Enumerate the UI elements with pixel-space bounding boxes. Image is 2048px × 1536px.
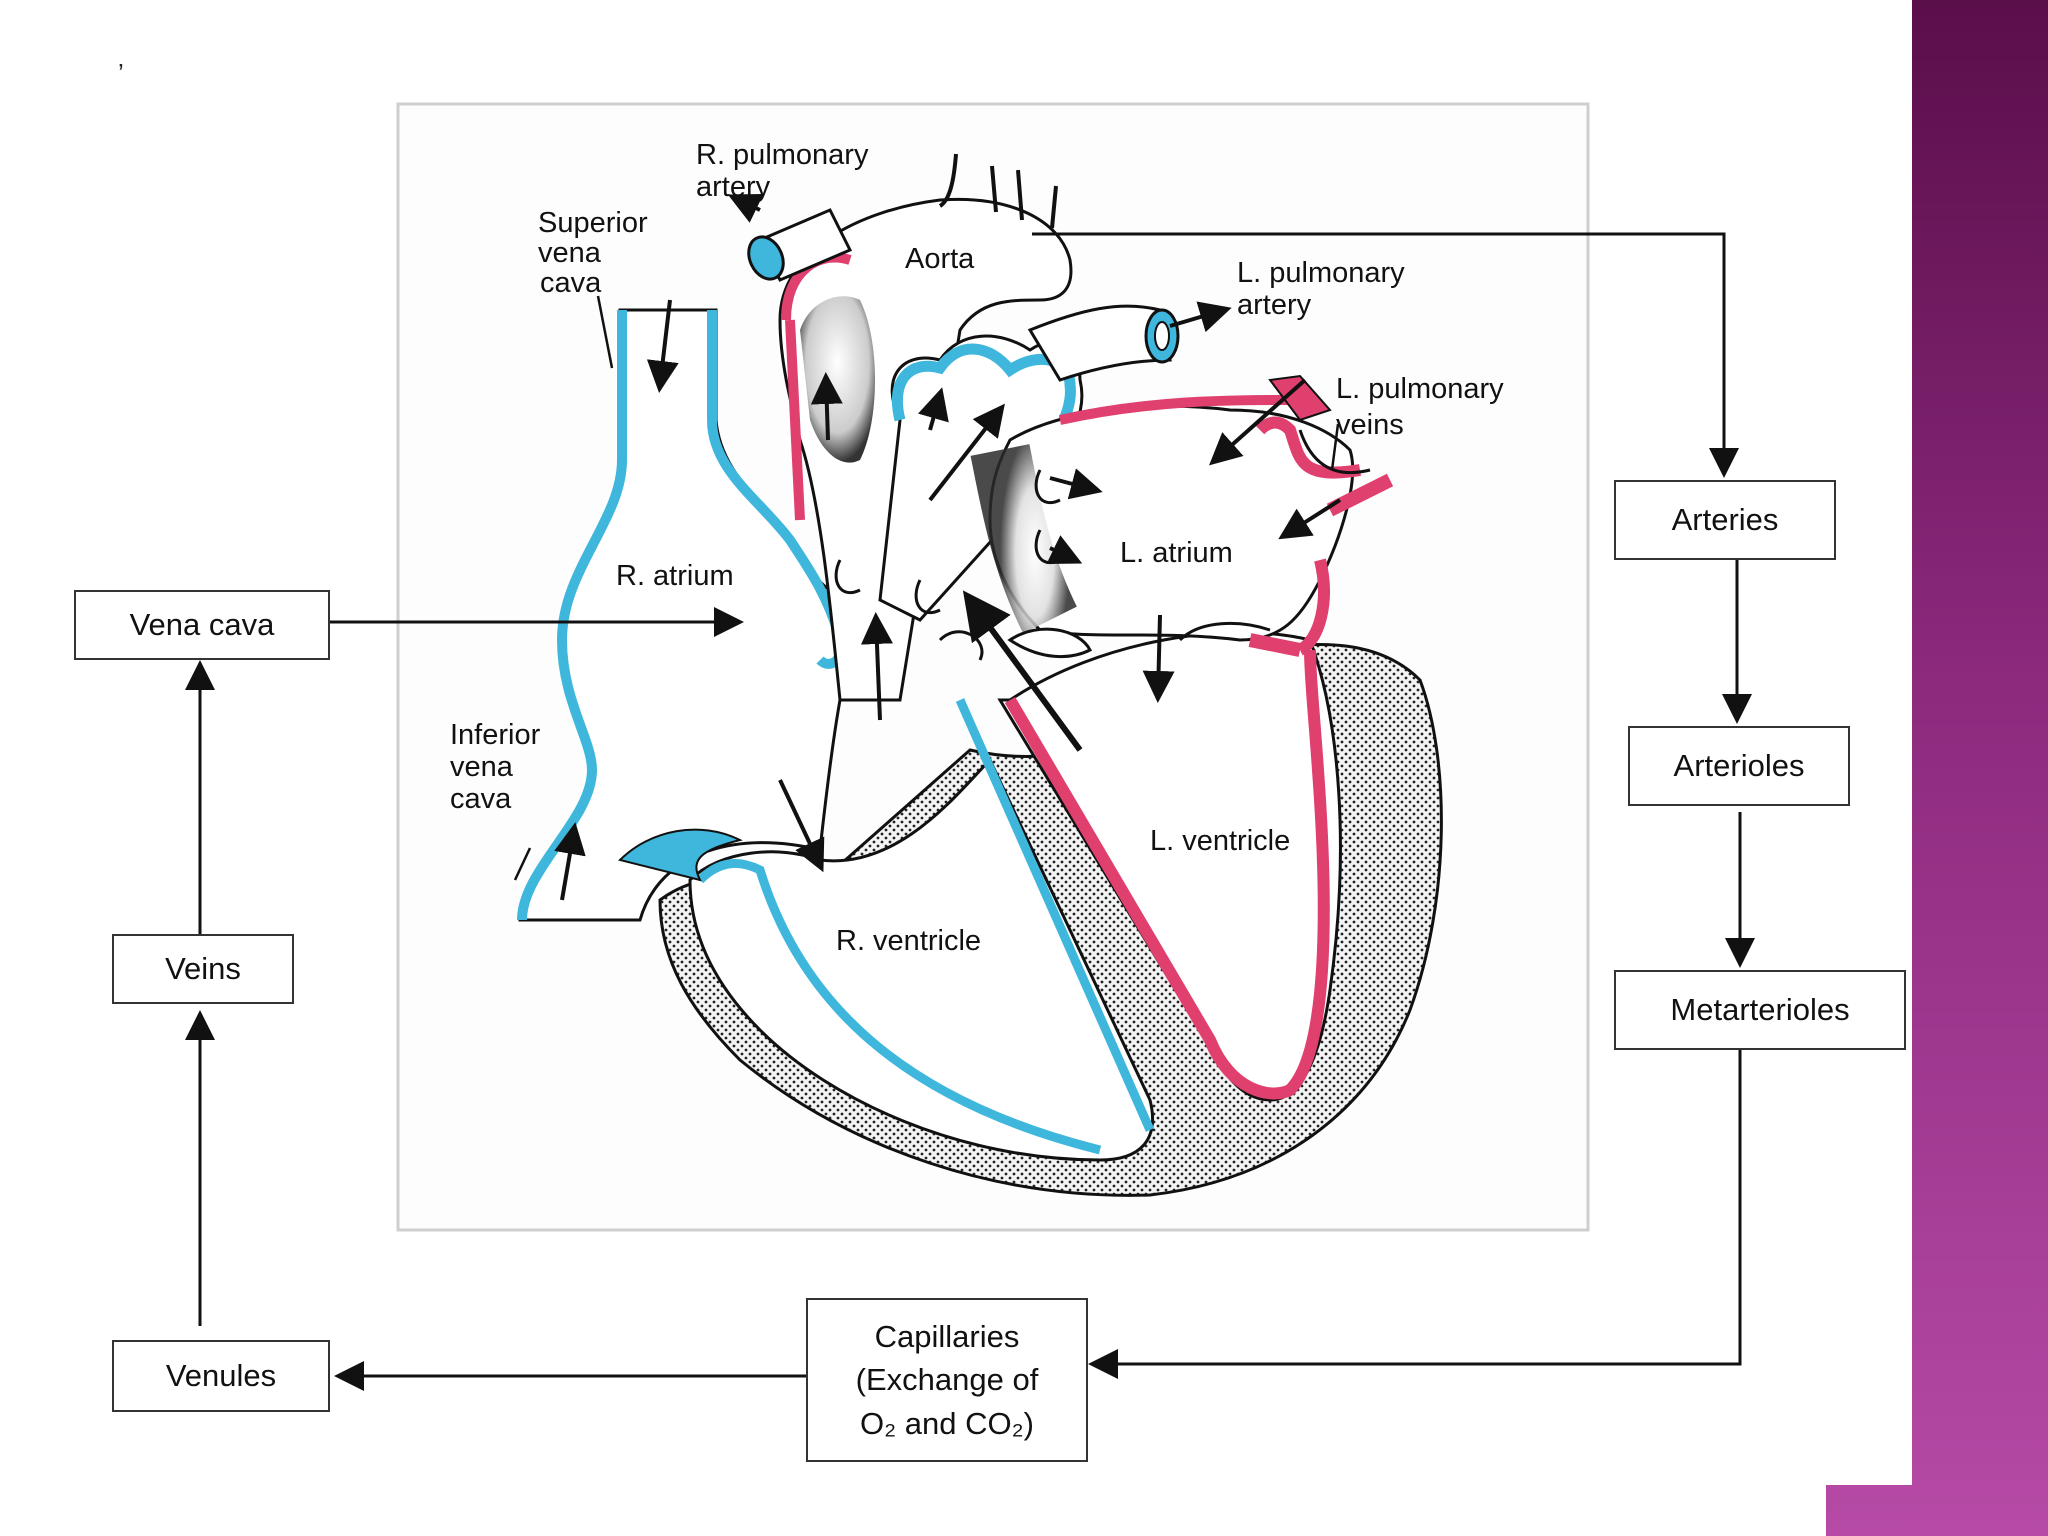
box-venules: Venules bbox=[112, 1340, 330, 1412]
box-arterioles-label: Arterioles bbox=[1673, 748, 1805, 784]
flow-connectors bbox=[185, 232, 1755, 1391]
heart-illustration bbox=[513, 153, 1443, 1197]
box-metarterioles-label: Metarterioles bbox=[1670, 992, 1850, 1028]
label-superior-vena-cava-2: vena bbox=[538, 237, 602, 269]
box-capillaries-line-1: Capillaries bbox=[874, 1318, 1020, 1354]
corner-mark: ’ bbox=[118, 58, 124, 88]
box-veins-label: Veins bbox=[165, 951, 241, 987]
label-superior-vena-cava-3: cava bbox=[540, 267, 602, 299]
heart-labels: R. pulmonary artery Superior vena cava A… bbox=[450, 139, 1504, 957]
label-l-atrium: L. atrium bbox=[1120, 537, 1233, 569]
connector-aorta-to-arteries bbox=[1032, 232, 1739, 478]
label-l-pulmonary-artery-2: artery bbox=[1237, 289, 1312, 321]
label-r-ventricle: R. ventricle bbox=[836, 925, 981, 957]
label-r-pulmonary-artery-2: artery bbox=[696, 171, 771, 203]
box-arterioles: Arterioles bbox=[1628, 726, 1850, 806]
box-arteries-label: Arteries bbox=[1671, 502, 1779, 538]
right-ventricle-lining bbox=[696, 858, 1102, 1155]
label-l-ventricle: L. ventricle bbox=[1150, 825, 1290, 857]
connector-metarterioles-to-capillaries bbox=[1088, 1050, 1742, 1379]
box-capillaries-line-3: O₂ and CO₂) bbox=[860, 1405, 1034, 1441]
label-inferior-vena-cava-2: vena bbox=[450, 751, 514, 783]
box-veins: Veins bbox=[112, 934, 294, 1004]
label-inferior-vena-cava-1: Inferior bbox=[450, 719, 541, 751]
label-inferior-vena-cava-3: cava bbox=[450, 783, 512, 815]
label-r-pulmonary-artery-1: R. pulmonary bbox=[696, 139, 869, 171]
label-l-pulmonary-veins-2: veins bbox=[1336, 409, 1404, 441]
label-l-pulmonary-artery-1: L. pulmonary bbox=[1237, 257, 1405, 289]
box-metarterioles: Metarterioles bbox=[1614, 970, 1906, 1050]
label-l-pulmonary-veins-1: L. pulmonary bbox=[1336, 373, 1504, 405]
label-superior-vena-cava-1: Superior bbox=[538, 207, 648, 239]
box-vena-cava-label: Vena cava bbox=[129, 607, 275, 643]
box-capillaries-line-2: (Exchange of bbox=[855, 1362, 1039, 1398]
box-venules-label: Venules bbox=[165, 1358, 277, 1394]
box-vena-cava: Vena cava bbox=[74, 590, 330, 660]
label-aorta: Aorta bbox=[905, 243, 975, 275]
left-ventricle-lining bbox=[1004, 649, 1330, 1100]
box-arteries: Arteries bbox=[1614, 480, 1836, 560]
box-capillaries: Capillaries (Exchange of O₂ and CO₂) bbox=[806, 1298, 1088, 1462]
tricuspid-valve bbox=[618, 828, 743, 882]
label-r-atrium: R. atrium bbox=[616, 560, 734, 592]
